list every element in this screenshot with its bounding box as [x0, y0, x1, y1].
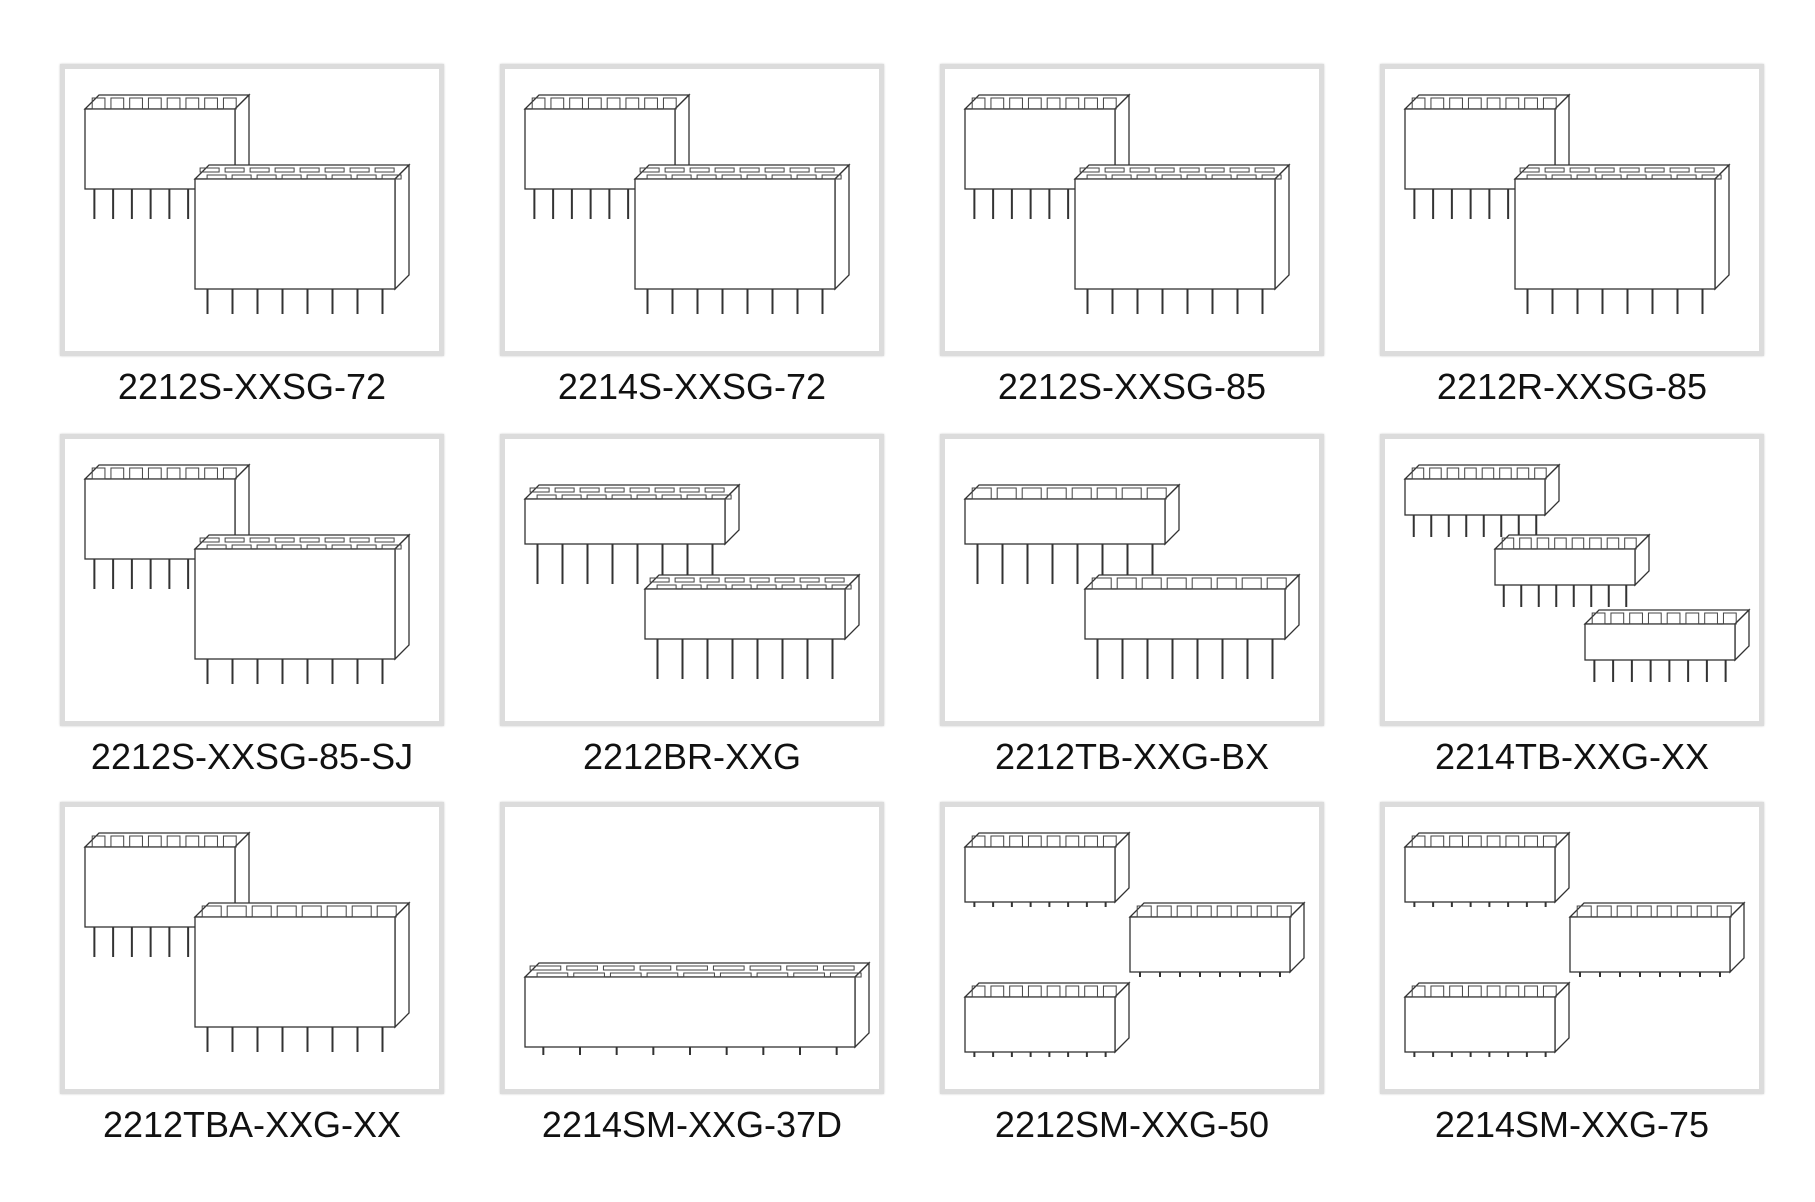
- connector-drawing: [963, 981, 1131, 1057]
- part-number-label: 2214SM-XXG-75: [1434, 1104, 1710, 1145]
- connector-drawing: [523, 961, 871, 1055]
- part-number-label: 2212SM-XXG-50: [994, 1104, 1270, 1145]
- product-image: [940, 802, 1324, 1094]
- connector-drawing: [1583, 608, 1751, 682]
- product-image: [940, 434, 1324, 726]
- product-image: [60, 802, 444, 1094]
- product-image: [500, 64, 884, 356]
- product-image: [60, 434, 444, 726]
- connector-drawing: [193, 533, 411, 684]
- connector-drawing: [1073, 163, 1291, 314]
- connector-drawing: [1493, 533, 1651, 607]
- connector-drawing: [1128, 901, 1306, 977]
- connector-drawing: [1403, 981, 1571, 1057]
- connector-drawing: [83, 463, 251, 589]
- connector-drawing: [193, 901, 411, 1052]
- connector-drawing: [643, 573, 861, 679]
- part-number-label: 2212BR-XXG: [582, 736, 802, 777]
- part-number-label: 2212TB-XXG-BX: [994, 736, 1270, 777]
- product-image: [940, 64, 1324, 356]
- part-number-label: 2212S-XXSG-85: [997, 366, 1267, 407]
- product-image: [500, 802, 884, 1094]
- connector-drawing: [963, 483, 1181, 584]
- part-number-label: 2212R-XXSG-85: [1436, 366, 1708, 407]
- product-image: [1380, 434, 1764, 726]
- connector-drawing: [1083, 573, 1301, 679]
- part-number-label: 2212S-XXSG-85-SJ: [90, 736, 414, 777]
- connector-drawing: [1513, 163, 1731, 314]
- product-image: [60, 64, 444, 356]
- connector-drawing: [193, 163, 411, 314]
- connector-drawing: [633, 163, 851, 314]
- connector-drawing: [1403, 463, 1561, 537]
- part-number-label: 2212TBA-XXG-XX: [102, 1104, 402, 1145]
- part-number-label: 2214S-XXSG-72: [557, 366, 827, 407]
- connector-drawing: [523, 93, 691, 219]
- connector-drawing: [1403, 831, 1571, 907]
- connector-drawing: [1568, 901, 1746, 977]
- part-number-label: 2214TB-XXG-XX: [1434, 736, 1710, 777]
- product-image: [500, 434, 884, 726]
- connector-drawing: [523, 483, 741, 584]
- part-number-label: 2212S-XXSG-72: [117, 366, 387, 407]
- product-image: [1380, 64, 1764, 356]
- part-number-label: 2214SM-XXG-37D: [541, 1104, 843, 1145]
- connector-drawing: [963, 831, 1131, 907]
- product-image: [1380, 802, 1764, 1094]
